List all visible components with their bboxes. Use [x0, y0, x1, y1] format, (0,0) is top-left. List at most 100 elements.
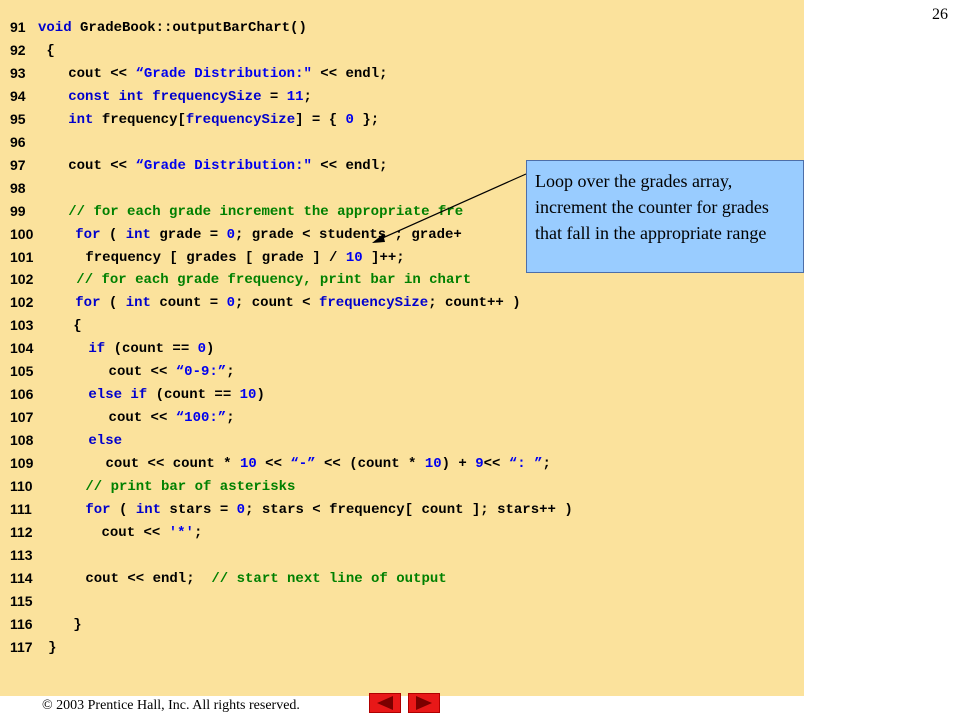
line-number: 111 [10, 500, 32, 517]
code-token: for [85, 501, 111, 518]
code-token: “Grade Distribution:" [135, 65, 312, 82]
code-token: = [261, 88, 287, 105]
code-token: else if [88, 387, 148, 404]
code-token: ] = { [295, 111, 346, 128]
right-triangle-icon [416, 696, 432, 710]
code-token: “100:” [175, 410, 227, 427]
line-number: 100 [10, 225, 34, 242]
code-token: “: ” [508, 456, 543, 473]
code-token: cout << [108, 364, 176, 381]
code-line: 107 cout << “100:”; [0, 407, 800, 429]
code-token: for [75, 226, 101, 243]
code-token: ; [226, 364, 235, 381]
line-number: 102 [10, 294, 34, 311]
line-number: 104 [10, 340, 34, 357]
code-text: else if (count == 10) [88, 385, 264, 405]
code-token: void [38, 20, 72, 36]
code-text: if (count == 0) [88, 339, 214, 359]
code-token: << [483, 456, 509, 473]
code-token: 0 [236, 501, 246, 518]
line-number: 95 [10, 110, 26, 127]
line-number: 102 [10, 271, 34, 288]
code-line: 115 [0, 591, 800, 613]
code-token: const int [68, 88, 144, 105]
code-text: void GradeBook::outputBarChart() [38, 18, 307, 38]
line-number: 114 [10, 569, 33, 586]
line-number: 94 [10, 87, 26, 104]
code-token: 0 [197, 341, 207, 358]
code-token: { [38, 42, 55, 59]
code-token: frequencySize [318, 295, 429, 312]
code-token: ; count < [234, 295, 319, 312]
line-number: 112 [10, 523, 33, 540]
code-text: int frequency[frequencySize] = { 0 }; [68, 110, 379, 130]
code-token: cout << [68, 65, 136, 82]
code-line: 96 [0, 132, 800, 154]
code-line: 92 { [0, 40, 800, 62]
code-token: stars = [161, 501, 237, 518]
code-token: 10 [345, 249, 363, 266]
code-line: 102// for each grade frequency, print ba… [0, 269, 800, 291]
code-text: else [88, 431, 122, 451]
line-number: 113 [10, 546, 33, 563]
code-text: // print bar of asterisks [85, 477, 295, 497]
line-number: 110 [10, 478, 33, 494]
code-token: for [75, 295, 101, 312]
code-text: frequency [ grades [ grade ] / 10 ]++; [85, 248, 404, 268]
code-token: int [68, 111, 94, 128]
code-token: } [48, 639, 57, 656]
line-number: 97 [10, 156, 26, 173]
code-token: (count == [147, 387, 240, 404]
code-token: frequency [ grades [ grade ] / [85, 249, 346, 266]
code-token: 10 [239, 387, 257, 404]
code-token: int [135, 501, 162, 518]
code-token: “-” [290, 456, 316, 473]
code-text: cout << “Grade Distribution:" << endl; [68, 64, 387, 84]
next-slide-button[interactable] [408, 693, 440, 713]
code-token: << (count * [315, 456, 425, 473]
code-text: cout << '*'; [102, 523, 203, 543]
line-number: 98 [10, 179, 26, 196]
line-number: 93 [10, 64, 26, 81]
code-token: ) + [441, 456, 476, 473]
code-token: ; grade < students ; grade+ [234, 226, 462, 243]
code-token: ; stars < frequency[ count ]; stars++ ) [245, 501, 573, 518]
line-number: 107 [10, 409, 34, 426]
code-text: cout << “100:”; [109, 408, 235, 428]
line-number: 106 [10, 386, 34, 403]
code-token: cout << count * [105, 456, 240, 473]
code-token: frequencySize [185, 111, 296, 128]
code-token [144, 89, 152, 105]
code-token: count = [150, 295, 227, 312]
line-number: 103 [10, 317, 34, 334]
code-text: const int frequencySize = 11; [68, 87, 312, 107]
code-token: if [88, 341, 106, 358]
line-number: 91 [10, 19, 26, 35]
previous-slide-button[interactable] [369, 693, 401, 713]
code-line: 93 cout << “Grade Distribution:" << endl; [0, 63, 800, 85]
code-token: } [73, 616, 82, 633]
code-token: ) [256, 387, 265, 404]
line-number: 105 [10, 363, 34, 380]
code-token: int [125, 295, 151, 312]
code-token: ; [226, 410, 235, 427]
code-line: 117} [0, 637, 800, 659]
code-token: “Grade Distribution:" [135, 157, 312, 174]
code-line: 103{ [0, 315, 800, 337]
code-line: 110 // print bar of asterisks [0, 476, 800, 498]
code-token: ; [193, 524, 203, 541]
code-token: cout << [101, 524, 169, 541]
line-number: 117 [10, 638, 33, 655]
code-line: 91 void GradeBook::outputBarChart() [0, 17, 800, 39]
code-text: for ( int stars = 0; stars < frequency[ … [85, 500, 572, 520]
code-text: } [73, 615, 81, 635]
code-token: ( [110, 501, 136, 518]
left-triangle-icon [377, 696, 393, 710]
code-token: 0 [226, 295, 235, 312]
code-text: cout << “Grade Distribution:" << endl; [68, 156, 387, 176]
code-token: '*' [168, 524, 194, 541]
